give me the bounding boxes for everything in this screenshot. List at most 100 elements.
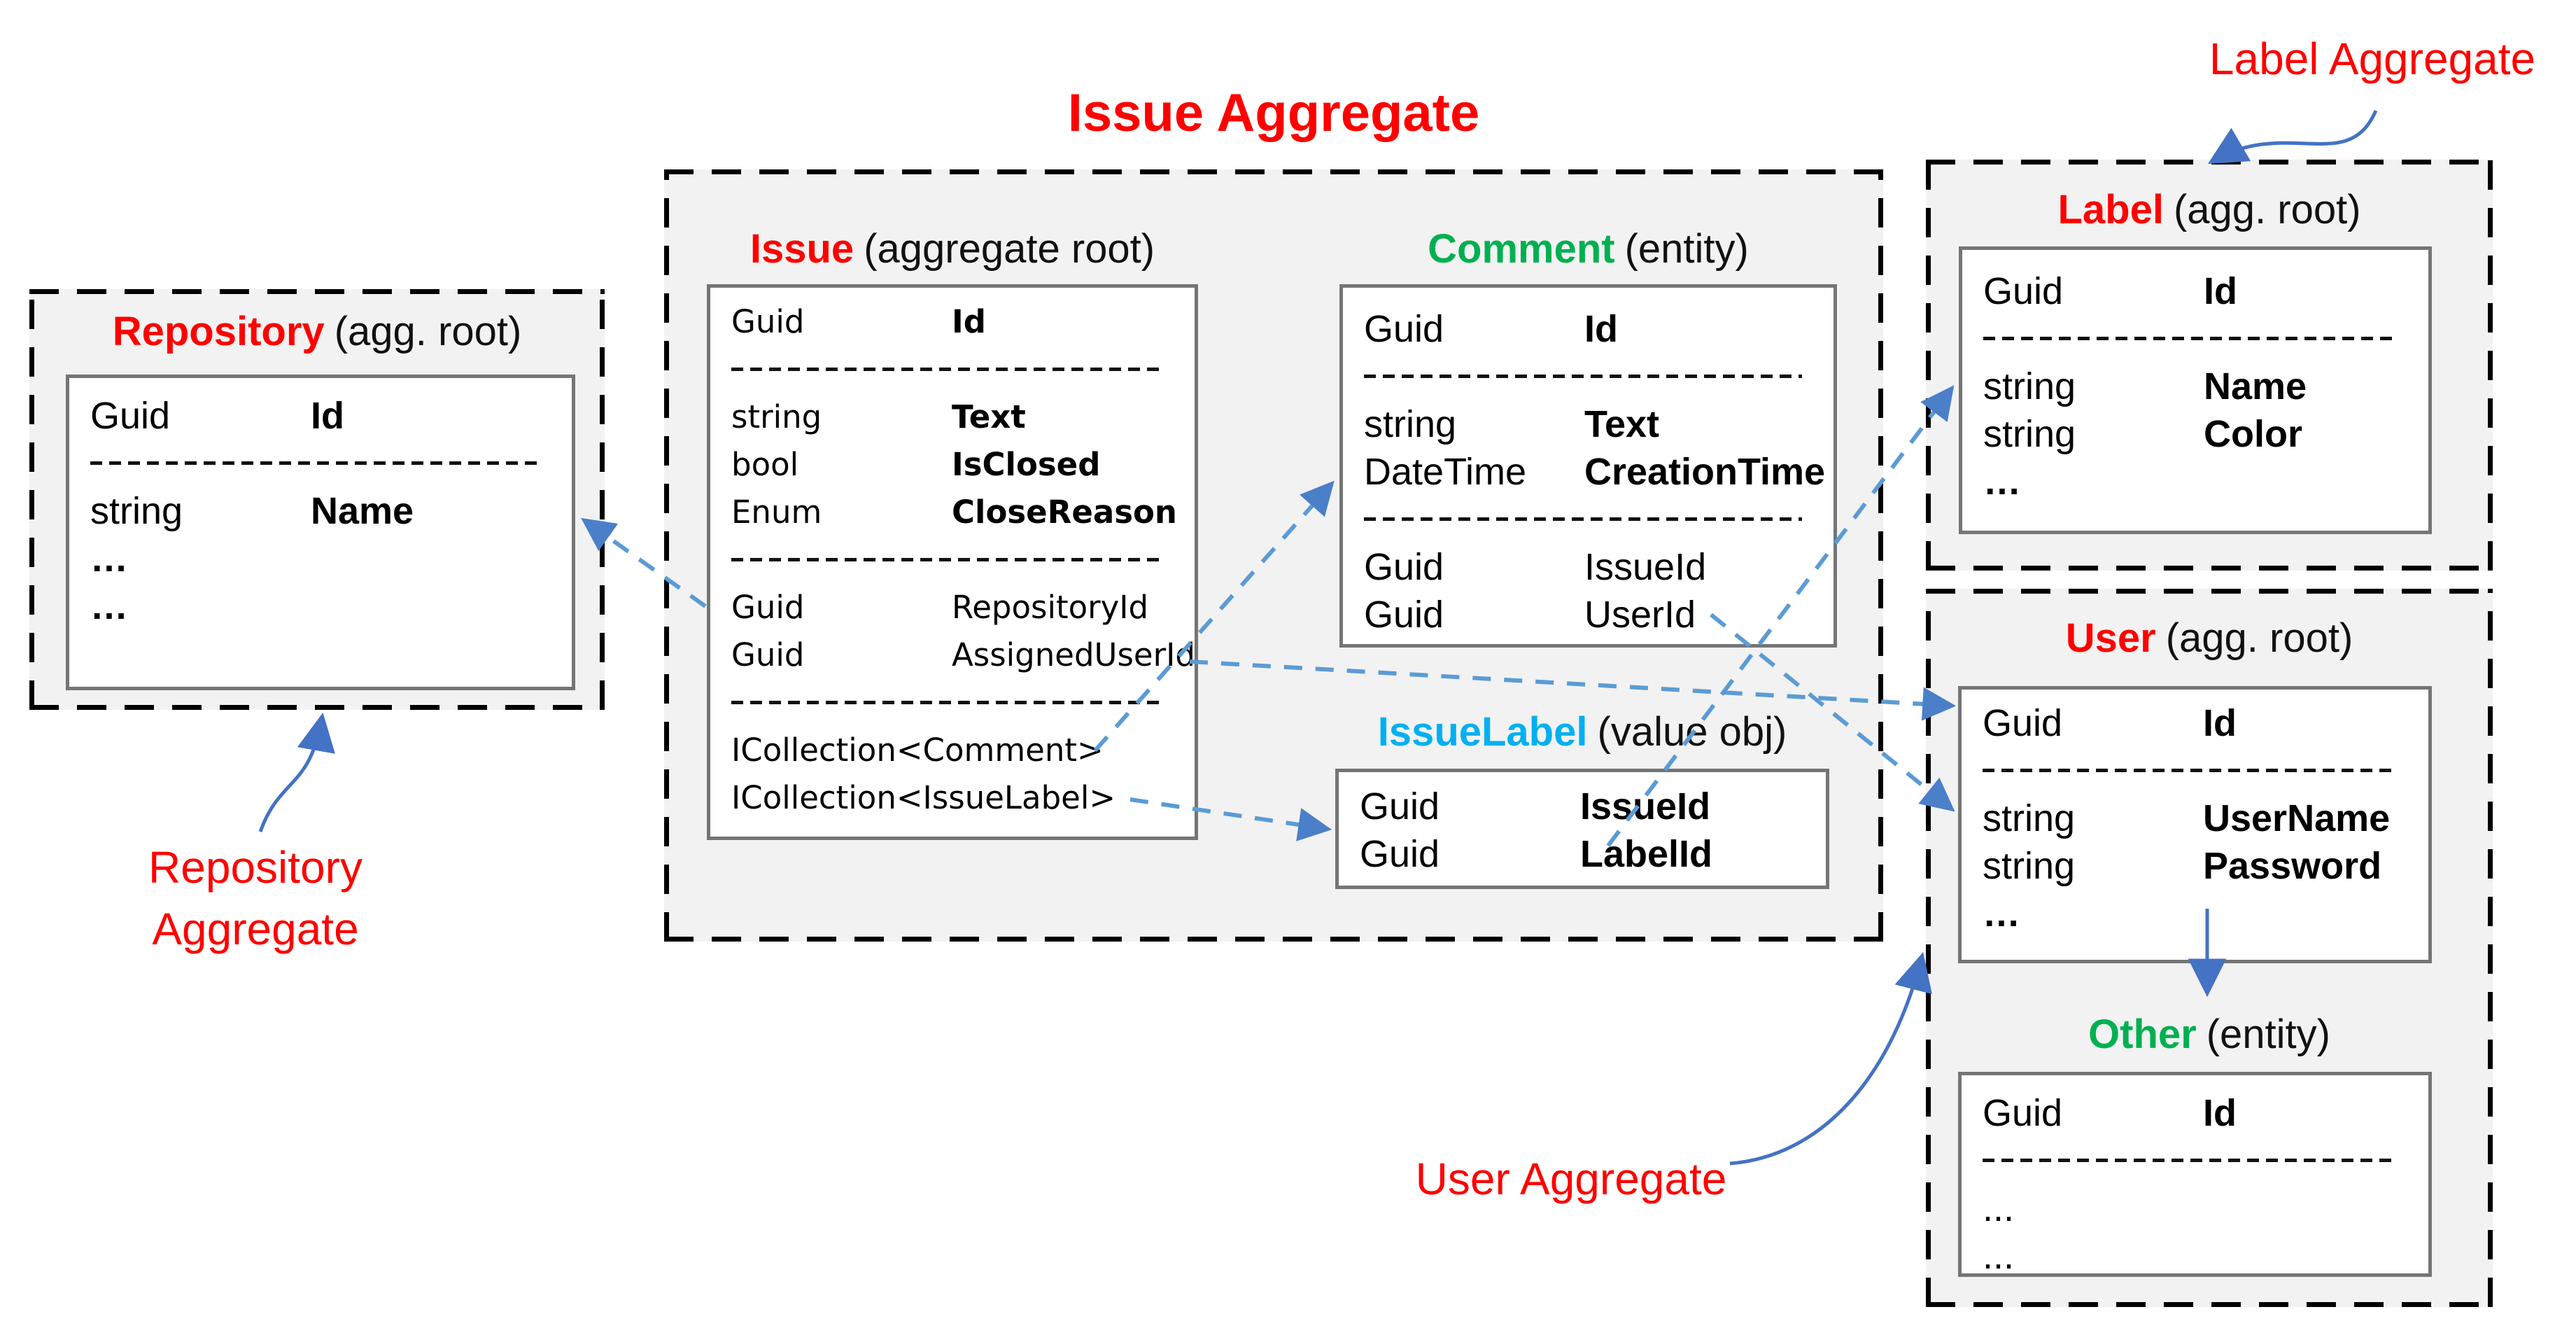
field-separator (1983, 315, 2397, 363)
comment-box-title: Comment(entity) (1339, 225, 1837, 272)
field-type: string (1364, 403, 1457, 445)
label-aggregate-annotation: Label Aggregate (2209, 34, 2536, 84)
field-name: IsClosed (952, 446, 1101, 483)
field-type: Guid (1983, 702, 2063, 744)
field-separator (731, 536, 1163, 584)
field-type: ICollection<IssueLabel> (731, 779, 1116, 816)
field-type: … (1983, 461, 2021, 503)
field-type: … (90, 585, 128, 627)
field-row: ... (1962, 1232, 2428, 1280)
field-name: IssueId (1580, 785, 1711, 827)
field-name: CreationTime (1584, 451, 1826, 493)
field-row: bool IsClosed (710, 441, 1195, 489)
field-name: Color (2204, 413, 2302, 455)
field-separator (90, 440, 540, 487)
entity-name-user: User (2065, 615, 2156, 661)
field-name: Name (2204, 365, 2307, 407)
field-name: Id (2204, 270, 2237, 312)
field-type: Guid (1364, 594, 1444, 636)
field-separator (1983, 747, 2397, 795)
field-type: DateTime (1364, 451, 1527, 493)
field-type: Guid (731, 303, 805, 340)
field-type: ICollection<Comment> (731, 732, 1104, 769)
field-name: CloseReason (952, 494, 1177, 531)
field-row: … (69, 582, 572, 630)
field-name: Id (311, 395, 344, 437)
field-name: Text (1584, 403, 1660, 445)
label-aggregate-pointer-arrow (2207, 110, 2378, 165)
field-type: Guid (1360, 785, 1440, 827)
field-row: ... (1962, 1184, 2428, 1232)
entity-name-issue: Issue (749, 226, 854, 272)
user-aggregate-annotation: User Aggregate (1415, 1154, 1727, 1204)
field-name: Id (2203, 1092, 2237, 1134)
field-type: ... (1983, 1187, 2015, 1229)
field-row: Guid Id (1962, 699, 2428, 747)
field-name: Id (952, 303, 986, 340)
field-row: string UserName (1962, 795, 2428, 842)
field-type: Enum (731, 494, 822, 531)
other-box-title: Other(entity) (1926, 1011, 2493, 1058)
field-type: Guid (90, 395, 171, 437)
field-row: Guid IssueId (1343, 543, 1834, 591)
field-name: UserName (2203, 797, 2391, 839)
user-aggregate-pointer-arrow (1729, 952, 1932, 1166)
field-type: Guid (1360, 833, 1440, 875)
field-name: IssueId (1584, 546, 1707, 588)
entity-kind-issue: (aggregate root) (864, 226, 1155, 272)
field-row: Guid Id (710, 298, 1195, 346)
field-type: Guid (1364, 546, 1444, 588)
field-row: … (1962, 890, 2428, 937)
entity-name-label: Label (2057, 187, 2164, 232)
field-separator (1983, 1137, 2397, 1184)
repository-aggregate-annotation: Repository Aggregate (148, 842, 363, 954)
issue-box-title: Issue(aggregate root) (707, 225, 1198, 272)
field-row: Guid UserId (1343, 591, 1834, 638)
repository-box-title: Repository(agg. root) (29, 308, 605, 355)
issuelabel-box-title: IssueLabel(value obj) (1335, 708, 1829, 755)
field-name: Text (952, 398, 1026, 435)
diagram-title: Issue Aggregate (1067, 83, 1480, 143)
field-name: Name (311, 490, 414, 532)
field-type: string (1983, 797, 2076, 839)
field-row: … (69, 535, 572, 582)
user-box-title: User(agg. root) (1926, 615, 2493, 662)
entity-kind-other: (entity) (2206, 1012, 2330, 1057)
field-name: RepositoryId (952, 589, 1149, 626)
field-type: Guid (1983, 270, 2064, 312)
field-row: DateTime CreationTime (1343, 448, 1834, 496)
field-row: Guid Id (69, 392, 572, 440)
field-row: ICollection<Comment> (710, 727, 1195, 774)
field-type: string (1983, 845, 2076, 887)
field-row: Guid IssueId (1339, 783, 1826, 830)
label-box-title: Label(agg. root) (1926, 186, 2493, 233)
field-name: Id (1584, 308, 1618, 350)
field-name: UserId (1584, 594, 1696, 636)
field-type: ... (1983, 1235, 2015, 1277)
entity-kind-repository: (agg. root) (334, 309, 522, 354)
field-type: bool (731, 446, 799, 483)
entity-name-comment: Comment (1428, 226, 1615, 272)
field-name: Id (2203, 702, 2237, 744)
entity-name-issuelabel: IssueLabel (1377, 709, 1588, 755)
field-type: … (90, 538, 128, 580)
field-type: string (1983, 365, 2076, 407)
repository-aggregate-pointer-arrow (258, 712, 335, 832)
field-name: AssignedUserId (952, 636, 1195, 673)
entity-kind-issuelabel: (value obj) (1597, 709, 1787, 755)
field-separator (731, 346, 1163, 393)
field-separator (1364, 496, 1802, 543)
entity-kind-user: (agg. root) (2165, 615, 2353, 661)
entity-kind-comment: (entity) (1624, 226, 1749, 272)
field-row: … (1962, 458, 2428, 505)
